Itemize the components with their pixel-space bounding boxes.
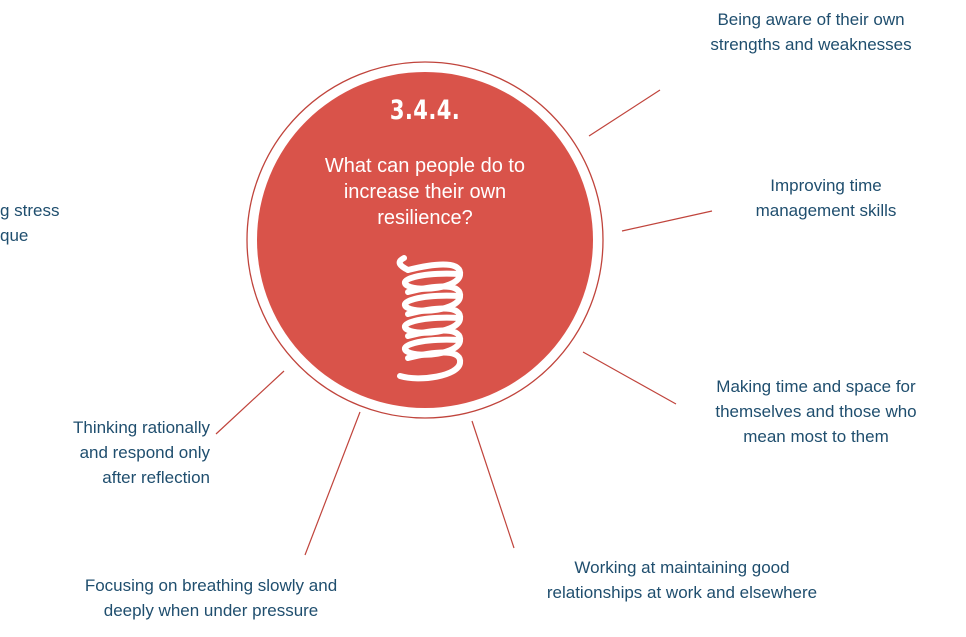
item-time-management: Improving time management skills [755,176,897,220]
item-stress-technique: g stress que [0,201,60,245]
item-breathing: Focusing on breathing slowly and deeply … [84,576,338,620]
connector-time-management [621,210,713,232]
outer-ring [246,61,604,419]
section-number: 3.4.4. [389,95,461,126]
item-making-time: Making time and space for themselves and… [715,377,917,446]
connector-thinking [215,370,285,435]
item-relationships: Working at maintaining good relationship… [546,558,818,602]
central-question: What can people do to increase their own… [324,155,526,229]
connector-strengths [588,89,661,137]
item-thinking: Thinking rationally and respond only aft… [72,418,210,487]
connector-relationships [471,420,515,549]
center-circle [257,72,593,408]
connector-making-time [582,351,677,405]
item-strengths: Being aware of their own strengths and w… [710,10,912,54]
connector-breathing [304,411,361,556]
spring-coil-icon [396,255,464,382]
